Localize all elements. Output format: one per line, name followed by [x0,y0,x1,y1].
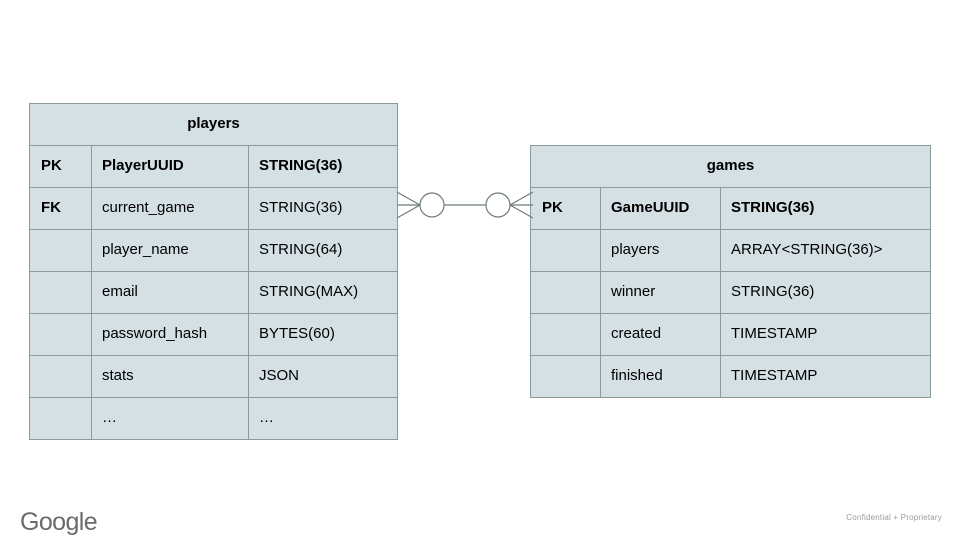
table-row: players ARRAY<STRING(36)> [530,229,931,272]
row-field-name: winner [600,271,721,314]
row-field-name: PlayerUUID [91,145,249,188]
row-field-type: STRING(36) [720,271,931,314]
table-row: created TIMESTAMP [530,313,931,356]
row-key-badge [29,313,92,356]
row-field-type: BYTES(60) [248,313,398,356]
entity-title-row: games [530,145,931,188]
row-key-badge [530,313,601,356]
row-field-name: email [91,271,249,314]
row-key-badge: PK [530,187,601,230]
relationship-connector-players-games [396,191,534,219]
row-field-name: player_name [91,229,249,272]
row-field-type: STRING(36) [720,187,931,230]
row-field-name: … [91,397,249,440]
entity-title-row: players [29,103,398,146]
row-field-type: TIMESTAMP [720,355,931,398]
entity-title-players: players [29,103,398,146]
row-key-badge [29,229,92,272]
row-key-badge [29,271,92,314]
row-field-name: GameUUID [600,187,721,230]
table-row: finished TIMESTAMP [530,355,931,398]
row-key-badge [29,397,92,440]
row-key-badge [530,229,601,272]
table-row: email STRING(MAX) [29,271,398,314]
row-key-badge [530,355,601,398]
row-key-badge: FK [29,187,92,230]
optional-circle-left-icon [419,192,445,218]
google-logo-text: Google [20,508,97,536]
optional-circle-right-icon [485,192,511,218]
row-key-badge [29,355,92,398]
google-logo: Google [20,508,98,536]
row-field-name: players [600,229,721,272]
table-row: player_name STRING(64) [29,229,398,272]
row-field-name: finished [600,355,721,398]
table-row: … … [29,397,398,440]
entity-table-players: players PK PlayerUUID STRING(36) FK curr… [29,103,398,440]
table-row: PK PlayerUUID STRING(36) [29,145,398,188]
confidential-footer-note: Confidential + Proprietary [846,513,942,522]
row-field-type: STRING(MAX) [248,271,398,314]
crow-foot-right-icon [509,191,534,219]
table-row: PK GameUUID STRING(36) [530,187,931,230]
row-key-badge: PK [29,145,92,188]
row-field-name: stats [91,355,249,398]
table-row: password_hash BYTES(60) [29,313,398,356]
entity-title-games: games [530,145,931,188]
row-field-name: password_hash [91,313,249,356]
table-row: FK current_game STRING(36) [29,187,398,230]
crow-foot-left-icon [396,191,421,219]
table-row: stats JSON [29,355,398,398]
entity-table-games: games PK GameUUID STRING(36) players ARR… [530,145,931,398]
row-field-type: STRING(36) [248,145,398,188]
row-field-type: JSON [248,355,398,398]
row-field-name: created [600,313,721,356]
row-field-type: STRING(36) [248,187,398,230]
table-row: winner STRING(36) [530,271,931,314]
row-field-type: TIMESTAMP [720,313,931,356]
row-field-type: … [248,397,398,440]
row-field-type: ARRAY<STRING(36)> [720,229,931,272]
row-field-name: current_game [91,187,249,230]
row-key-badge [530,271,601,314]
row-field-type: STRING(64) [248,229,398,272]
